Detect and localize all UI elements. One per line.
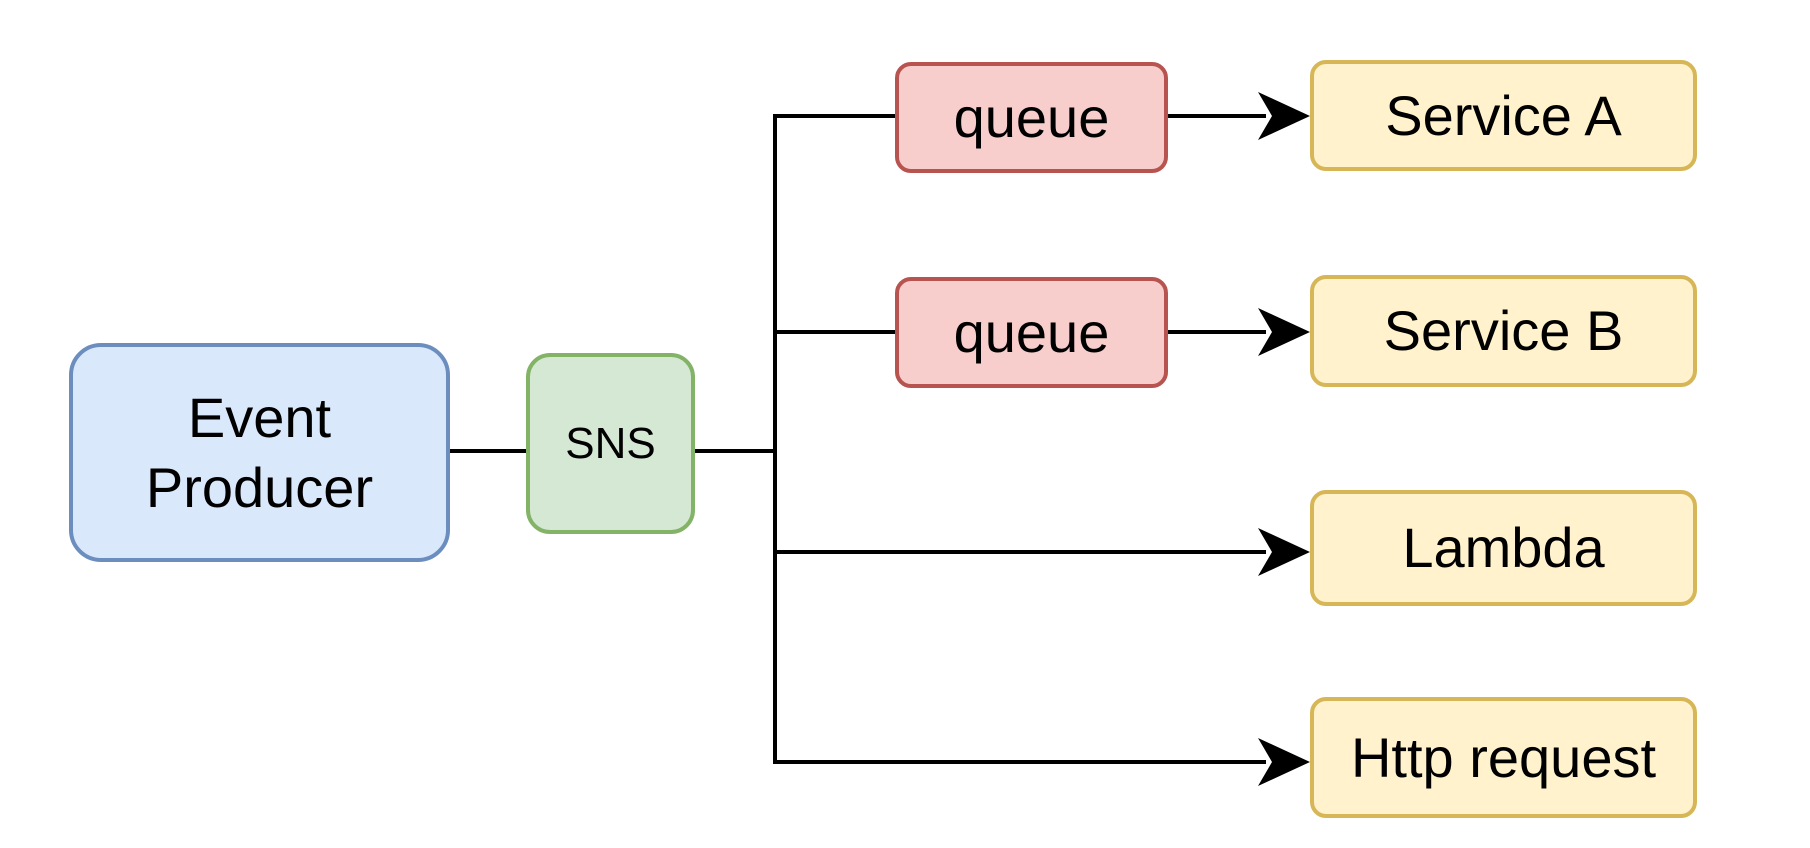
queue-b-node: queue [895, 277, 1168, 388]
arrowhead-http [1258, 738, 1310, 786]
queue-a-node: queue [895, 62, 1168, 173]
service-b-label: Service B [1383, 299, 1624, 362]
service-b-node: Service B [1310, 275, 1697, 387]
sns-node: SNS [526, 353, 695, 534]
event-producer-label: Event Producer [146, 383, 373, 523]
queue-b-label: queue [953, 300, 1110, 364]
arrowhead-service-b [1258, 308, 1310, 356]
service-a-label: Service A [1385, 83, 1622, 147]
sns-label: SNS [565, 419, 656, 468]
arrowhead-lambda [1258, 528, 1310, 576]
event-producer-label-line1: Event [187, 385, 332, 449]
arrowhead-service-a [1258, 92, 1310, 140]
http-request-node: Http request [1310, 697, 1697, 818]
service-a-node: Service A [1310, 60, 1697, 171]
lambda-label: Lambda [1402, 516, 1605, 579]
queue-a-label: queue [953, 85, 1110, 149]
http-request-label: Http request [1350, 725, 1657, 789]
event-producer-label-line2: Producer [145, 455, 374, 519]
event-producer-node: Event Producer [69, 343, 450, 562]
lambda-node: Lambda [1310, 490, 1697, 606]
